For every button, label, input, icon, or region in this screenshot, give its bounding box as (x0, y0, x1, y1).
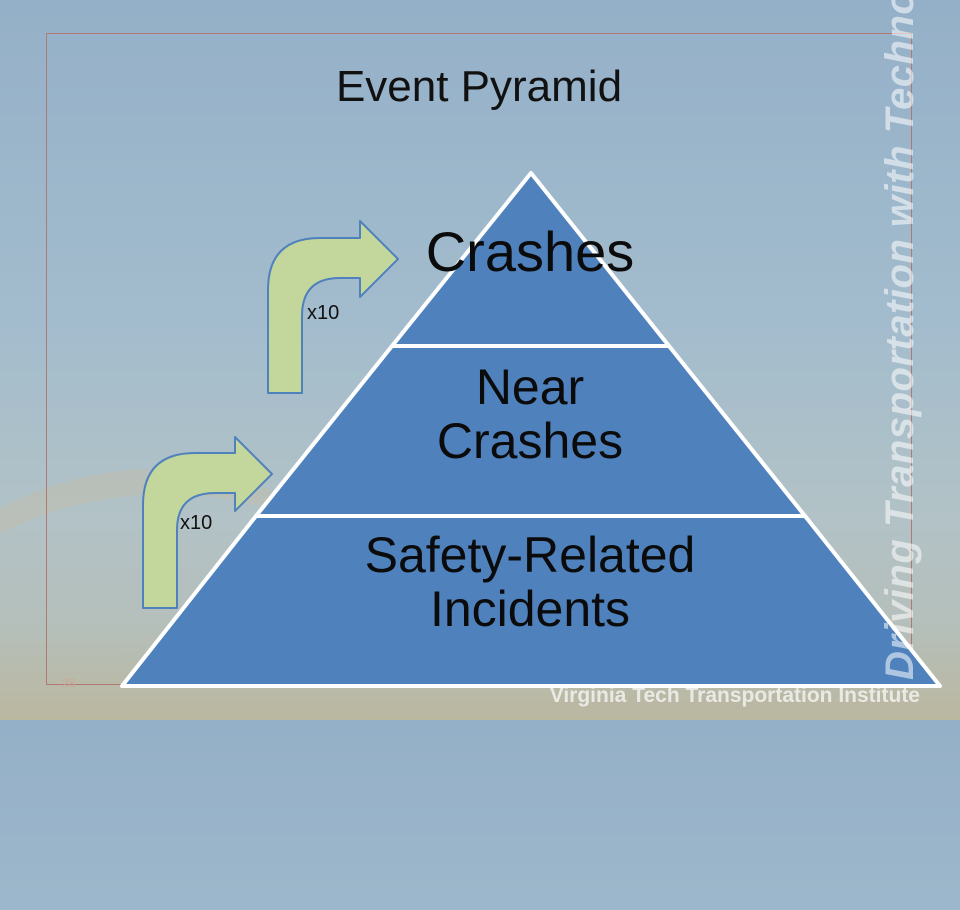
tier-2-line-1: Near (475, 359, 585, 415)
slide-number: 28 (62, 676, 76, 690)
tier-label-safety-related-incidents: Safety-Related Incidents (270, 528, 790, 636)
tier-2-line-2: Crashes (436, 413, 624, 469)
tier-3-line-1: Safety-Related (364, 527, 696, 583)
bent-arrow-lower (142, 436, 273, 609)
tier-label-crashes: Crashes (380, 220, 680, 283)
slide-title: Event Pyramid (335, 62, 623, 111)
multiplier-label-lower: x10 (180, 512, 213, 534)
multiplier-label-upper: x10 (307, 302, 340, 324)
bent-arrow-upper (267, 220, 399, 394)
institute-footer: Virginia Tech Transportation Institute (549, 684, 920, 707)
tier-label-near-crashes: Near Crashes (330, 360, 730, 468)
tier-3-line-2: Incidents (429, 581, 631, 637)
pyramid-diagram (120, 171, 942, 688)
tier-1-line-1: Crashes (425, 220, 635, 283)
pyramid-tier-bottom (120, 514, 942, 688)
side-tagline: Driving Transportation with Technology (878, 0, 922, 680)
